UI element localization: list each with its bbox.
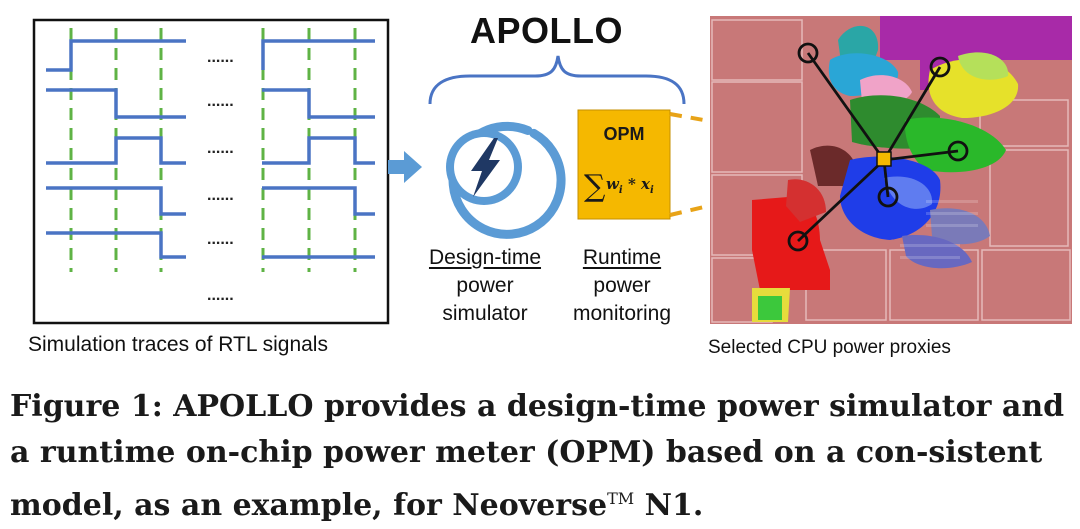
proxy-marker xyxy=(877,186,899,208)
lightning-bolt-icon xyxy=(471,138,500,197)
monitor-caption-line3: monitoring xyxy=(572,302,672,325)
figure-graphic: ...... ...... ...... ...... ...... .....… xyxy=(32,16,1072,325)
proxies-caption: Selected CPU power proxies xyxy=(708,337,951,358)
opm-formula: wi * xi xyxy=(606,175,654,196)
trademark-mark: TM xyxy=(607,489,635,508)
monitor-caption-line1: Runtime xyxy=(582,246,662,269)
simulator-caption-line2: power xyxy=(456,274,514,297)
monitor-caption-line2: power xyxy=(593,274,651,297)
ellipsis: ...... xyxy=(207,187,234,204)
ellipsis: ...... xyxy=(207,231,234,248)
right-arrow-icon xyxy=(388,151,422,183)
cpu-floorplan xyxy=(710,16,1072,324)
ellipsis: ...... xyxy=(207,287,234,304)
signal-waveforms xyxy=(46,39,375,259)
power-simulator-icon xyxy=(446,121,566,239)
ellipsis: ...... xyxy=(207,140,234,157)
figure-caption: Figure 1: APOLLO provides a design-time … xyxy=(10,384,1074,529)
simulator-caption-line3: simulator xyxy=(442,302,528,325)
proxy-marker xyxy=(947,140,969,162)
proxy-pointers xyxy=(787,42,969,252)
traces-panel xyxy=(32,18,390,325)
caption-text: Figure 1: APOLLO provides a design-time … xyxy=(10,389,1065,523)
monitor-caption: Runtime power monitoring xyxy=(566,244,678,328)
ellipsis: ...... xyxy=(207,93,234,110)
proxy-marker xyxy=(787,230,809,252)
apollo-title: APOLLO xyxy=(470,10,623,51)
opm-label: OPM xyxy=(603,124,644,144)
opm-core-marker xyxy=(876,151,892,167)
apollo-brace xyxy=(428,55,686,105)
sum-symbol: ∑ xyxy=(584,169,606,204)
simulator-caption-line1: Design-time xyxy=(428,246,542,269)
ellipsis: ...... xyxy=(207,49,234,66)
caption-suffix: N1. xyxy=(634,488,704,523)
opm-box: OPM ∑ wi * xi xyxy=(577,109,671,220)
figure: ...... ...... ...... ...... ...... .....… xyxy=(28,10,1072,358)
proxy-marker xyxy=(929,56,951,78)
simulator-caption: Design-time power simulator xyxy=(412,244,558,328)
traces-caption: Simulation traces of RTL signals xyxy=(28,333,328,356)
proxy-marker xyxy=(797,42,819,64)
